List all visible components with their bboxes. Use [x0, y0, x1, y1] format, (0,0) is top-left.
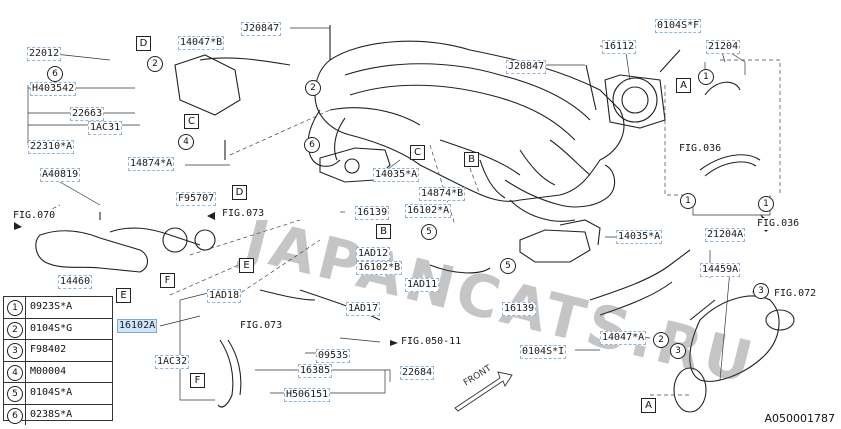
label-h403542[interactable]: H403542 [30, 82, 77, 96]
figref-050-11[interactable]: FIG.050-11 [400, 336, 463, 348]
figref-073-upper[interactable]: FIG.073 [221, 208, 266, 220]
ref-box-b-low: B [376, 224, 391, 239]
label-1ac32[interactable]: 1AC32 [155, 355, 190, 369]
label-16102a-upper[interactable]: 16102*A [405, 204, 452, 218]
callout-3-a: 3 [753, 283, 769, 299]
label-16139-lower[interactable]: 16139 [502, 302, 537, 316]
label-j20847-mid[interactable]: J20847 [506, 60, 547, 74]
label-16102a-highlighted[interactable]: 16102A [117, 319, 158, 333]
label-16385[interactable]: 16385 [298, 364, 333, 378]
callout-2-b: 2 [305, 80, 321, 96]
ref-box-a-top: A [676, 78, 691, 93]
ref-box-a-low: A [641, 398, 656, 413]
label-14459a[interactable]: 14459A [700, 263, 741, 277]
legend-num: 6 [7, 407, 23, 424]
label-0104si[interactable]: 0104S*I [520, 345, 567, 359]
callout-1-c: 1 [758, 196, 774, 212]
label-22684[interactable]: 22684 [400, 366, 435, 380]
label-0953s[interactable]: 0953S [316, 349, 351, 363]
ref-box-c-left: C [184, 114, 199, 129]
label-1ad18[interactable]: 1AD18 [207, 289, 242, 303]
label-16139-upper[interactable]: 16139 [355, 206, 390, 220]
fastener-legend: 1 0923S*A 2 0104S*G 3 F98402 4 M00004 5 … [3, 296, 113, 425]
callout-1-b: 1 [680, 193, 696, 209]
legend-row: 6 0238S*A [4, 404, 112, 425]
legend-row: 5 0104S*A [4, 383, 112, 405]
label-22310a[interactable]: 22310*A [28, 140, 75, 154]
callout-1-a: 1 [698, 69, 714, 85]
callout-6-a: 6 [47, 66, 63, 82]
figref-070[interactable]: FIG.070 [12, 210, 57, 222]
callout-5-b: 5 [500, 258, 516, 274]
callout-4-a: 4 [178, 134, 194, 150]
figref-036-upper[interactable]: FIG.036 [678, 143, 723, 155]
legend-num: 1 [7, 300, 23, 316]
ref-box-f-low: F [190, 373, 205, 388]
label-14047a[interactable]: 14047*A [600, 331, 647, 345]
legend-code[interactable]: 0238S*A [30, 408, 73, 420]
callout-6-b: 6 [304, 137, 320, 153]
legend-row: 1 0923S*A [4, 297, 112, 319]
label-14047b[interactable]: 14047*B [178, 36, 225, 50]
legend-num: 5 [7, 386, 23, 402]
label-14874a[interactable]: 14874*A [128, 157, 175, 171]
label-22663[interactable]: 22663 [70, 107, 105, 121]
label-14874b[interactable]: 14874*B [419, 187, 466, 201]
label-h506151[interactable]: H506151 [284, 388, 331, 402]
callout-5-a: 5 [421, 224, 437, 240]
legend-code[interactable]: M00004 [30, 365, 67, 377]
label-16102b[interactable]: 16102*B [356, 261, 403, 275]
diagram-id: A050001787 [764, 412, 835, 425]
label-1ad17[interactable]: 1AD17 [346, 302, 381, 316]
legend-code[interactable]: 0923S*A [30, 301, 73, 312]
legend-row: 4 M00004 [4, 361, 112, 383]
label-21204a[interactable]: 21204A [705, 228, 746, 242]
ref-box-c-mid: C [410, 145, 425, 160]
label-16112[interactable]: 16112 [602, 40, 637, 54]
ref-box-f-mid: F [160, 273, 175, 288]
label-14035a-upper[interactable]: 14035*A [373, 168, 420, 182]
label-14035a-lower[interactable]: 14035*A [616, 230, 663, 244]
ref-box-e-mid: E [239, 258, 254, 273]
ref-box-d-top: D [136, 36, 151, 51]
legend-row: 2 0104S*G [4, 318, 112, 340]
legend-code[interactable]: F98402 [30, 344, 67, 355]
label-1ac31[interactable]: 1AC31 [88, 121, 123, 135]
legend-num: 2 [7, 321, 23, 338]
legend-row: 3 F98402 [4, 340, 112, 362]
legend-code[interactable]: 0104S*G [30, 322, 73, 334]
ref-box-d-mid: D [232, 185, 247, 200]
legend-num: 3 [7, 343, 23, 359]
label-f95707[interactable]: F95707 [176, 192, 217, 206]
callout-2-a: 2 [147, 56, 163, 72]
figref-036-lower[interactable]: FIG.036 [756, 218, 801, 230]
label-22012[interactable]: 22012 [27, 47, 62, 61]
label-a40819[interactable]: A40819 [40, 168, 81, 182]
label-21204[interactable]: 21204 [706, 40, 741, 54]
legend-code[interactable]: 0104S*A [30, 387, 73, 398]
label-j20847-top[interactable]: J20847 [241, 22, 282, 36]
legend-num: 4 [7, 364, 23, 381]
label-1ad12[interactable]: 1AD12 [356, 247, 391, 261]
ref-box-e-left: E [116, 288, 131, 303]
figref-072[interactable]: FIG.072 [773, 288, 818, 300]
callout-2-c: 2 [653, 332, 669, 348]
figref-073-lower[interactable]: FIG.073 [239, 320, 284, 332]
label-1ad11[interactable]: 1AD11 [405, 278, 440, 292]
label-14460[interactable]: 14460 [58, 275, 93, 289]
label-0104sf[interactable]: 0104S*F [655, 19, 702, 33]
ref-box-b-mid: B [464, 152, 479, 167]
callout-3-b: 3 [670, 343, 686, 359]
